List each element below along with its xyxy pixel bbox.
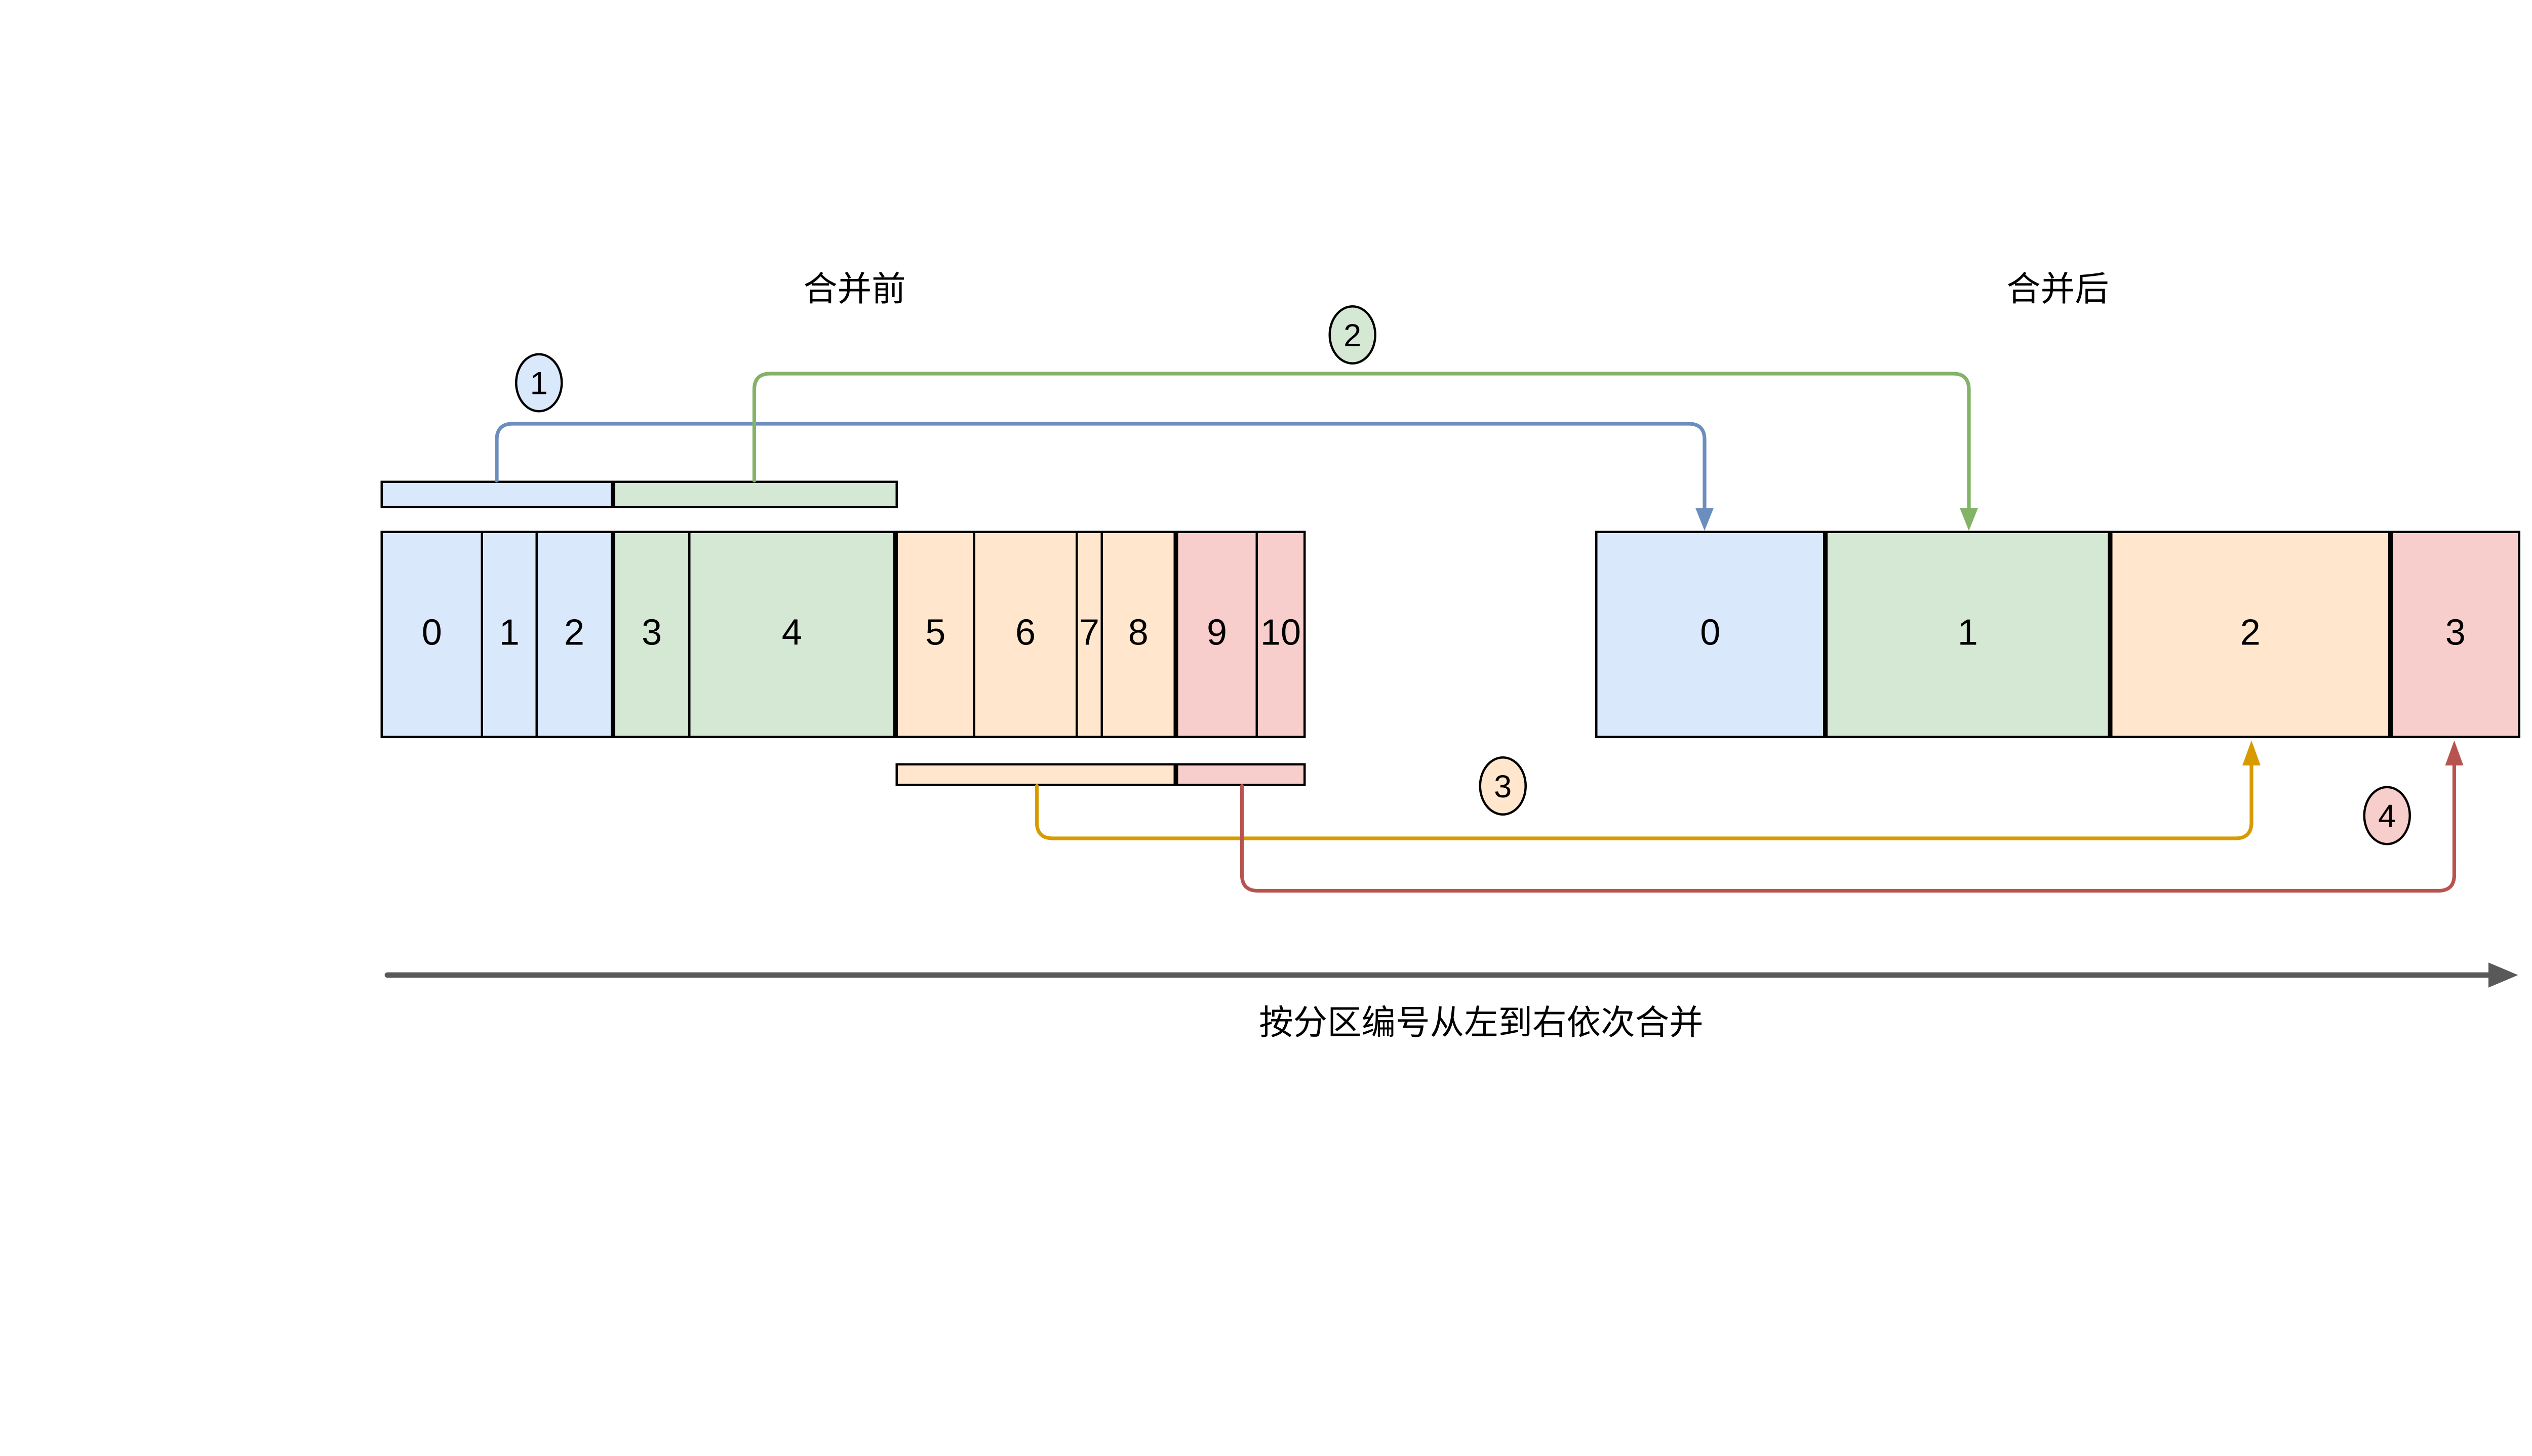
after-group-green: 1 <box>1825 531 2110 738</box>
partition-cell: 4 <box>781 614 802 653</box>
partition-cell: 6 <box>975 533 1078 736</box>
partition-cell: 3 <box>2445 614 2466 653</box>
partition-cell: 1 <box>483 533 538 736</box>
merge2-marker: 2 <box>1328 305 1376 365</box>
merge3-target-bar <box>895 763 1176 786</box>
merge1-target-bar <box>380 480 613 508</box>
partition-cell: 0 <box>383 533 483 736</box>
partition-cell: 7 <box>1078 533 1103 736</box>
axis-arrowhead-icon <box>2488 962 2518 988</box>
merge4-arrow <box>1240 759 2457 893</box>
merge4-target-bar <box>1176 763 1306 786</box>
before-group-blue: 0 1 2 <box>380 531 613 738</box>
merge2-arrow <box>752 372 1971 512</box>
merge1-arrowhead-icon <box>1695 508 1714 531</box>
merge1-marker: 1 <box>515 353 563 413</box>
merge3-arrowhead-icon <box>2242 740 2261 765</box>
partition-cell: 0 <box>1700 614 1721 653</box>
axis-label: 按分区编号从左到右依次合并 <box>1259 1004 1704 1044</box>
merge4-marker: 4 <box>2363 786 2411 845</box>
before-group-orange: 5 6 7 8 <box>895 531 1176 738</box>
merge4-arrowhead-icon <box>2445 740 2464 765</box>
merge3-marker: 3 <box>1479 756 1527 816</box>
partition-cell: 9 <box>1178 533 1258 736</box>
before-title: 合并前 <box>803 271 906 310</box>
before-group-red: 9 10 <box>1176 531 1306 738</box>
after-title: 合并后 <box>2006 271 2109 310</box>
after-group-orange: 2 <box>2110 531 2391 738</box>
partition-cell: 5 <box>898 533 975 736</box>
merge2-arrowhead-icon <box>1960 508 1978 531</box>
merge2-target-bar <box>613 480 898 508</box>
partition-cell: 2 <box>564 614 585 653</box>
before-group-green: 3 4 <box>613 531 896 738</box>
after-group-blue: 0 <box>1595 531 1826 738</box>
after-group-red: 3 <box>2390 531 2520 738</box>
partition-cell: 2 <box>2240 614 2261 653</box>
partition-cell: 3 <box>615 533 691 736</box>
partition-cell: 1 <box>1957 614 1978 653</box>
partition-cell: 8 <box>1128 614 1149 653</box>
partition-cell: 10 <box>1260 614 1301 653</box>
